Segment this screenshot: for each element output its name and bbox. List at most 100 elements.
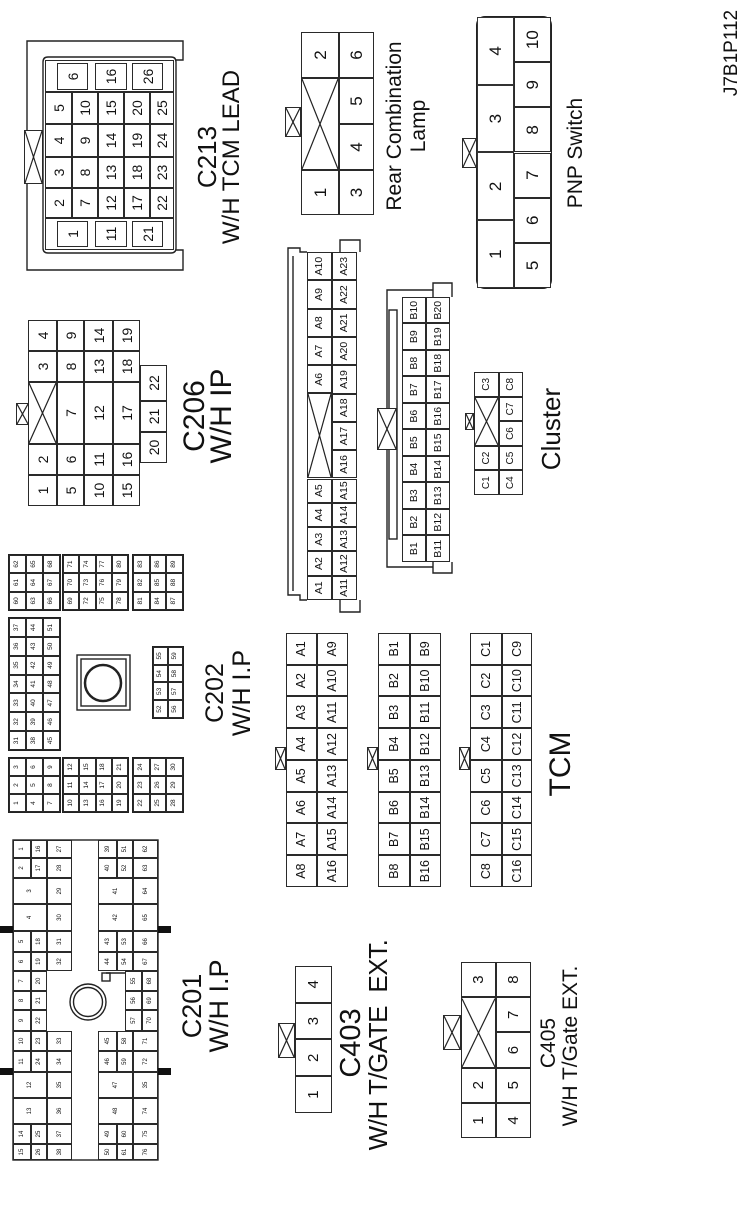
pin-number: A12 [325,733,340,756]
pin-number: 25 [36,1130,42,1138]
pin-cell: 86 [149,555,167,574]
pin-cell: 5 [496,1067,531,1103]
pin-cell: 40 [98,858,117,878]
pin-number: 74 [142,1107,149,1115]
pin-number: 2 [50,199,67,207]
pin-cell: B16 [426,403,450,430]
pin-cell: 59 [117,1051,133,1072]
pin-cell: 17 [113,382,140,444]
pin-cell: A20 [332,337,357,366]
pin-cell: 19 [124,124,150,157]
pin-cell: 18 [113,351,140,382]
pin-cell: 46 [98,1051,117,1072]
pin-number: 7 [19,979,25,983]
pin-cell: 30 [47,904,72,931]
pin-number: 12 [103,195,119,211]
pin-cell: 83 [133,555,150,574]
pin-number: 78 [115,597,123,605]
pin-number: 57 [130,1017,137,1024]
pin-cell: A9 [307,280,332,309]
lock-latch-icon [285,107,301,137]
pin-number: 27 [56,845,63,853]
pin-cell: 31 [9,731,26,750]
pin-cell: A10 [307,252,332,281]
pin-number: 70 [147,1017,153,1024]
pin-number: A17 [338,426,351,446]
pin-number: C7 [505,402,516,416]
pin-number: 9 [62,331,79,340]
pin-cell: 15 [13,1144,31,1160]
pin-number: 4 [347,142,366,152]
pin-cell: 41 [26,674,43,694]
pin-number: 6 [523,215,542,225]
c213-inner-shell [42,56,177,254]
pin-number: 56 [130,997,137,1004]
pin-cell: 20 [31,971,47,991]
pin-number: 12 [90,405,107,421]
pin-number: 11 [90,452,107,467]
pin-cell: 64 [26,573,43,592]
pin-cell: 27 [149,758,167,776]
pin-cell: C3 [474,372,499,397]
pin-cell: 54 [117,952,133,971]
pin-number: B1 [386,641,401,657]
pin-number: B4 [386,736,401,752]
pin-cell: B2 [402,509,426,536]
pin-number: 13 [27,1107,33,1115]
pin-number: 64 [142,887,149,895]
pin-number: 30 [56,914,63,921]
pin-number: A9 [325,641,340,657]
pin-cell: 17 [124,188,150,218]
pin-cell: B9 [410,633,441,665]
pin-number: 68 [47,560,55,568]
pin-number: 14 [103,132,119,149]
pin-cell: C2 [474,445,499,471]
pin-cell: 3 [45,157,72,188]
pin-cell: 27 [47,840,72,858]
pin-number: A15 [338,481,351,501]
pin-cell: 45 [98,1031,117,1051]
pin-number: 59 [171,652,179,660]
pin-number: B15 [431,433,444,453]
c405-label: C405 [537,1017,560,1069]
pin-number: B13 [431,486,444,506]
pin-cell: B4 [378,728,410,760]
pin-number: C5 [478,767,493,784]
pin-number: C3 [480,377,492,391]
pin-number: 1 [470,1116,487,1125]
pin-cell: 29 [47,878,72,904]
pin-number: B6 [407,409,420,423]
pin-cell: A23 [332,252,357,281]
pin-number: C1 [478,640,493,657]
c202-center-square-inner [80,658,127,707]
pin-cell: 56 [168,700,183,718]
pin-cell: 7 [514,152,551,198]
pin-cell: 44 [98,952,117,971]
pin-number: 5 [505,1081,522,1090]
pin-cell: 61 [9,573,26,592]
pin-cell: 1 [461,1102,496,1138]
lock-latch-icon [24,130,43,184]
pin-cell: 20 [124,92,150,124]
pin-number: B3 [386,704,401,721]
pin-number: 39 [104,845,111,853]
pin-cell: 15 [113,475,140,506]
pin-cell: 30 [166,758,183,776]
pin-number: 4 [27,915,33,920]
pin-cell: B15 [410,823,441,856]
lock-latch-icon [459,747,470,770]
pin-cell: B7 [402,376,426,403]
pin-cell: 80 [111,555,128,574]
pin-cell: 63 [133,858,158,878]
pin-number: A22 [338,285,351,304]
pin-number: 23 [137,781,145,789]
pin-cell: 34 [9,674,26,694]
pin-cell: 6 [514,197,551,243]
pin-cell: 15 [98,92,124,124]
pin-cell: 13 [13,1098,47,1124]
pin-number: A9 [313,288,326,301]
pin-cell: 6 [339,32,374,78]
pin-number: 1 [305,1090,322,1099]
pin-number: A10 [313,256,326,276]
pin-cell: B19 [426,323,450,350]
